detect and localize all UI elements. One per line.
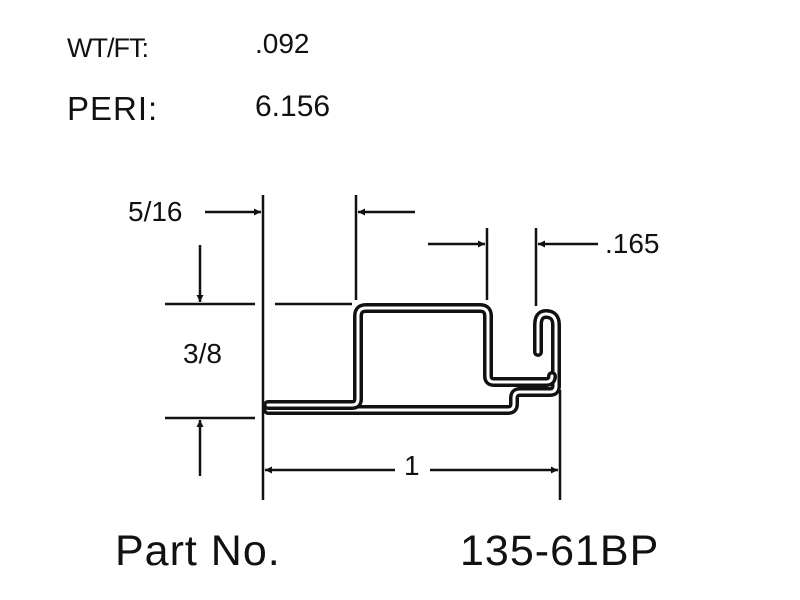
part-label: Part No. bbox=[115, 527, 281, 575]
weight-label: WT/FT: bbox=[67, 33, 149, 63]
weight-value: .092 bbox=[255, 28, 310, 59]
part-number: 135-61BP bbox=[460, 527, 660, 575]
perimeter-value: 6.156 bbox=[255, 90, 331, 123]
dimension-arrows bbox=[196, 208, 598, 476]
dim-overall-width: 1 bbox=[404, 450, 420, 481]
extension-lines bbox=[165, 195, 562, 500]
perimeter-label: PERI: bbox=[67, 90, 159, 127]
dim-height: 3/8 bbox=[183, 338, 222, 369]
dim-hook-gap: .165 bbox=[605, 228, 660, 259]
extrusion-profile bbox=[263, 303, 561, 415]
dim-top-width: 5/16 bbox=[128, 196, 183, 227]
